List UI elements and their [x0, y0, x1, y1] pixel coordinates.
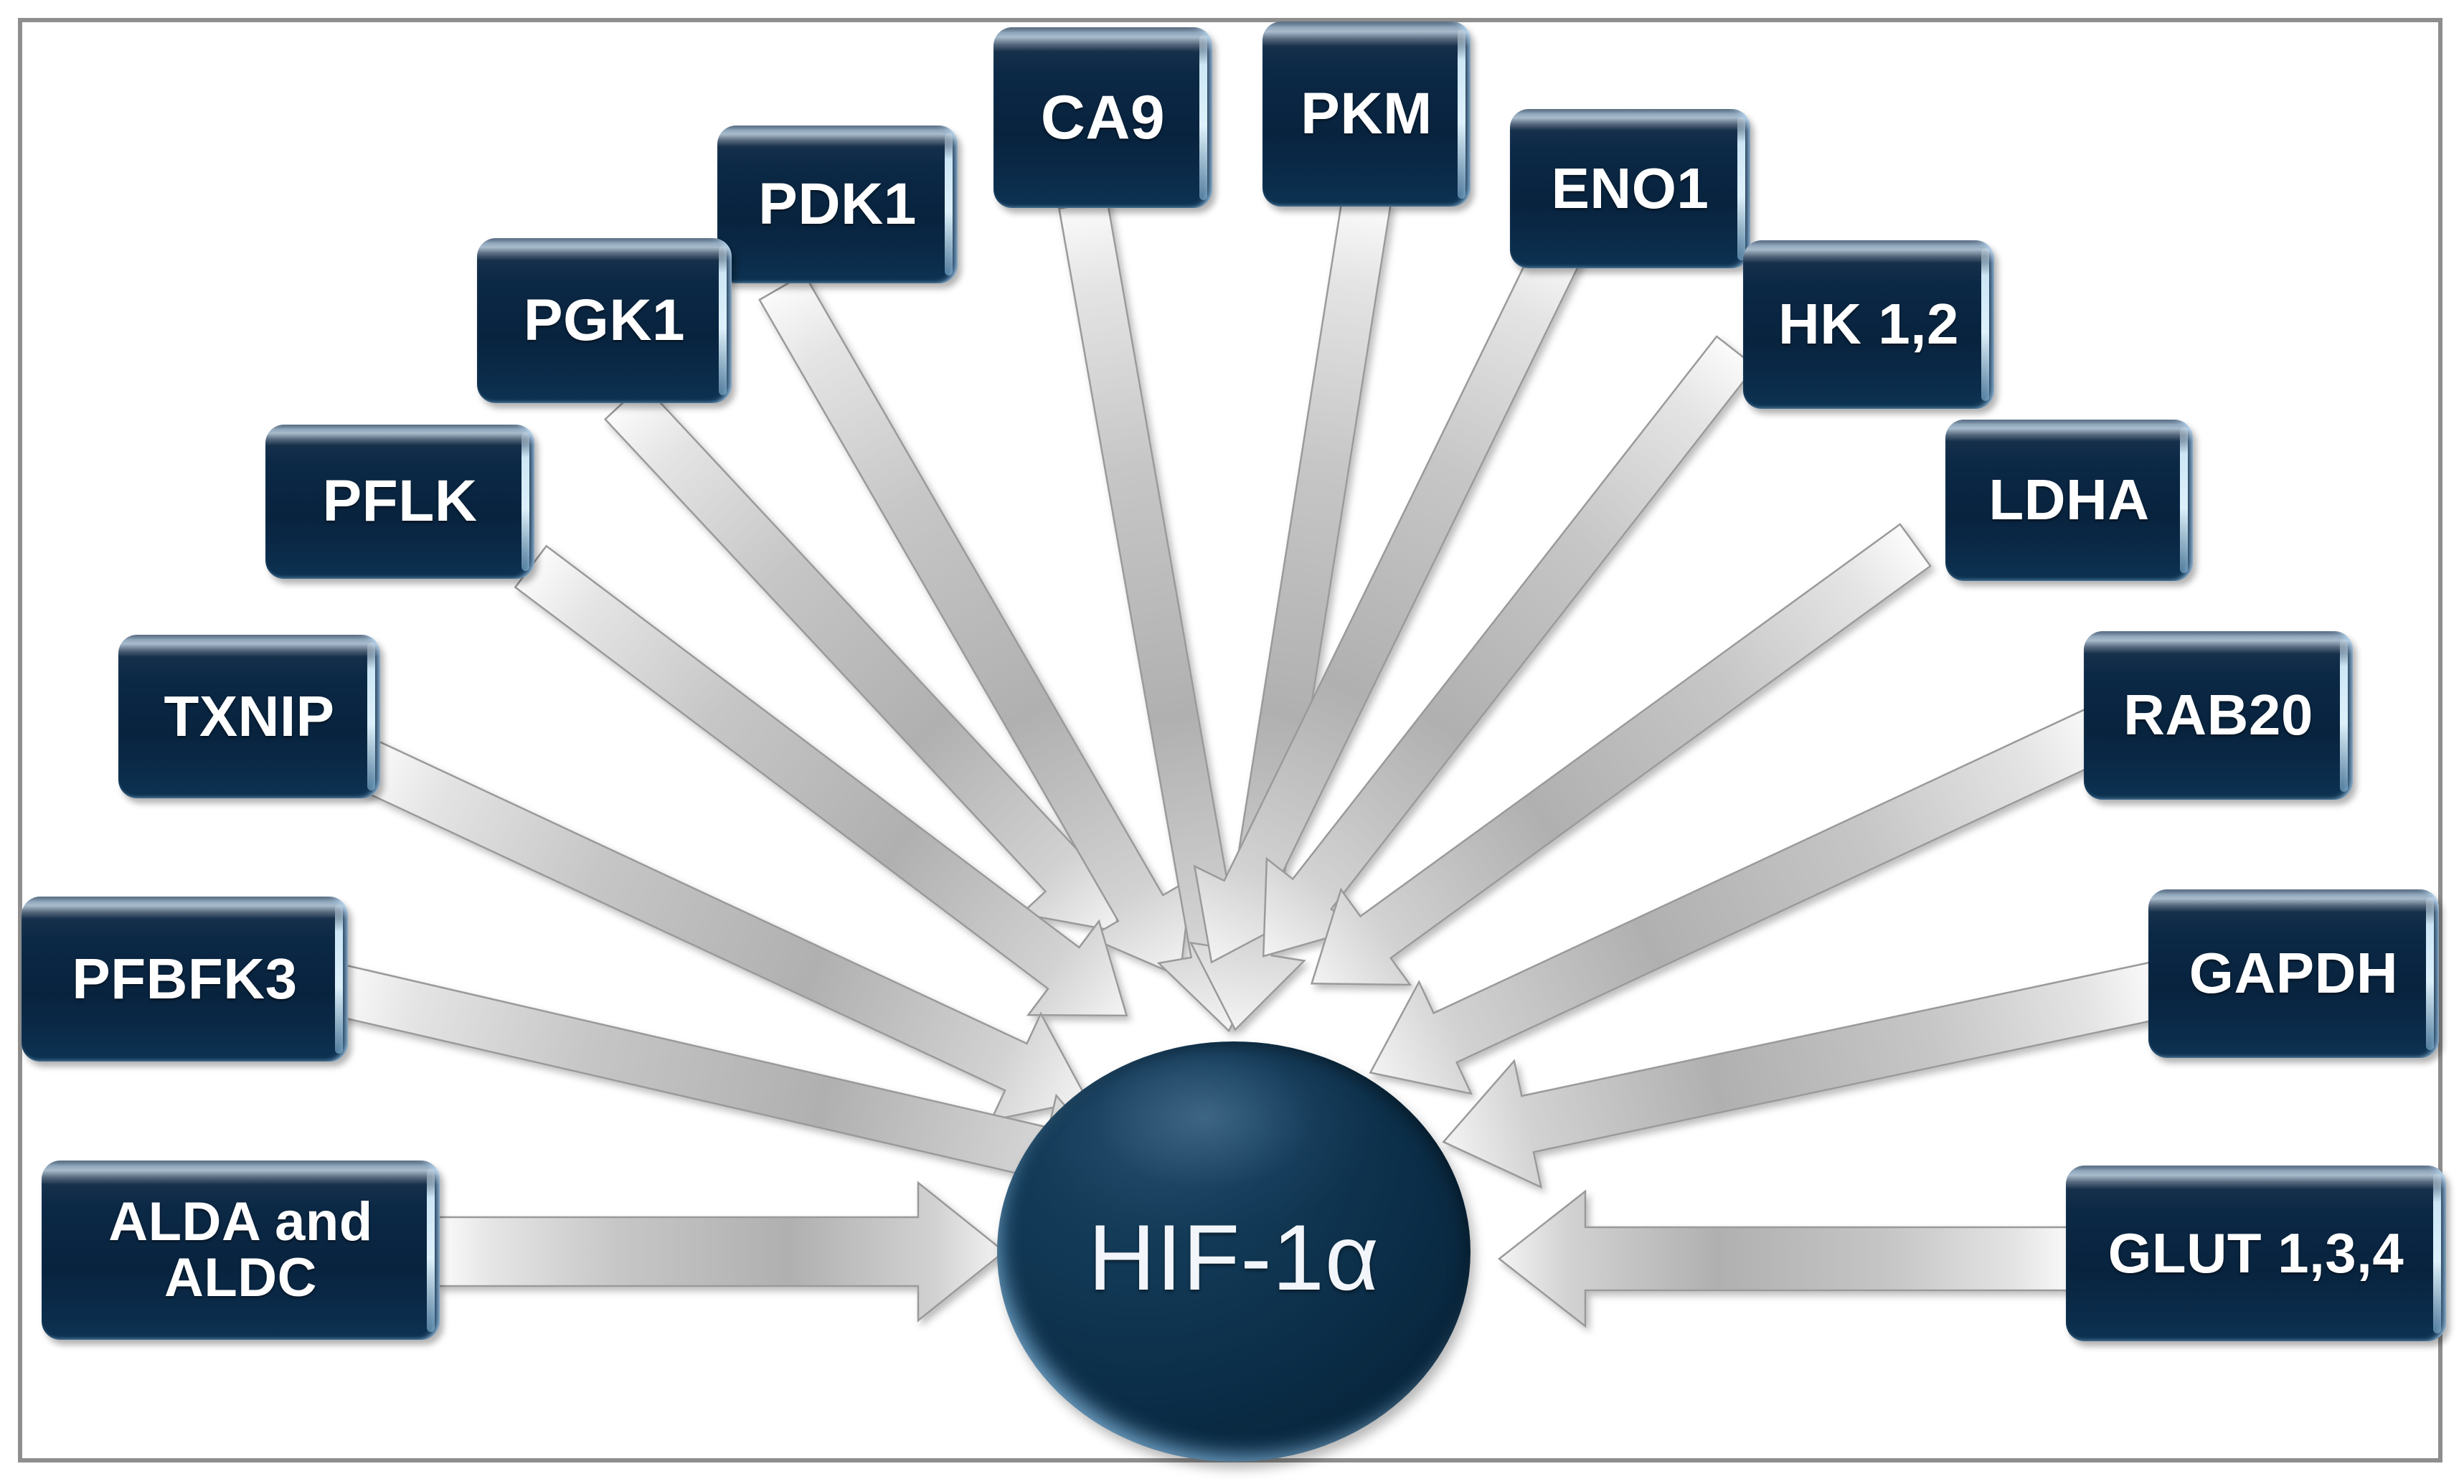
arrow-rab20-to-hif — [1369, 705, 2115, 1095]
node-pkm[interactable]: PKM — [1262, 22, 1471, 207]
node-alda-aldc-label-line1: ALDA and — [108, 1191, 373, 1252]
node-pkm-label: PKM — [1301, 80, 1432, 146]
node-hk12-label: HK 1,2 — [1778, 292, 1959, 356]
node-txnip-label: TXNIP — [164, 684, 335, 748]
node-pflk-label: PFLK — [322, 468, 478, 534]
node-eno1-label: ENO1 — [1551, 156, 1709, 220]
arrow-glut134-to-hif — [1497, 1189, 2074, 1328]
node-glut134[interactable]: GLUT 1,3,4 — [2066, 1166, 2446, 1341]
arrow-pkm-to-hif — [1189, 196, 1392, 1031]
node-pdk1-label: PDK1 — [758, 171, 917, 237]
node-ldha-label: LDHA — [1988, 468, 2150, 532]
node-rab20[interactable]: RAB20 — [2084, 631, 2353, 800]
node-alda-aldc[interactable]: ALDA and ALDC — [42, 1161, 440, 1340]
arrow-ldha-to-hif — [1310, 523, 1932, 986]
hub-node-hif1a[interactable]: HIF-1α — [997, 1041, 1471, 1462]
arrow-pdk1-to-hif — [758, 273, 1193, 978]
arrow-txnip-to-hif — [354, 739, 1089, 1122]
node-eno1[interactable]: ENO1 — [1510, 109, 1750, 268]
node-pfbfk3[interactable]: PFBFK3 — [22, 897, 348, 1062]
node-pgk1[interactable]: PGK1 — [477, 238, 732, 403]
node-hk12[interactable]: HK 1,2 — [1743, 240, 1994, 409]
node-rab20-label: RAB20 — [2123, 683, 2313, 747]
node-ca9-label: CA9 — [1040, 82, 1166, 152]
node-pgk1-label: PGK1 — [523, 287, 686, 353]
node-gapdh-label: GAPDH — [2189, 941, 2399, 1006]
node-pdk1[interactable]: PDK1 — [717, 126, 958, 283]
node-txnip[interactable]: TXNIP — [118, 635, 380, 798]
arrow-gapdh-to-hif — [1442, 960, 2166, 1189]
hub-node-label: HIF-1α — [1087, 1205, 1380, 1310]
node-ca9[interactable]: CA9 — [993, 27, 1212, 208]
node-alda-aldc-label-line2: ALDC — [164, 1247, 318, 1308]
node-ldha[interactable]: LDHA — [1945, 420, 2193, 581]
node-gapdh[interactable]: GAPDH — [2148, 889, 2439, 1058]
node-pfbfk3-label: PFBFK3 — [72, 946, 298, 1011]
arrow-pflk-to-hif — [514, 544, 1128, 1017]
node-pflk[interactable]: PFLK — [265, 425, 534, 579]
node-glut134-label: GLUT 1,3,4 — [2107, 1221, 2404, 1285]
arrow-alda-aldc-to-hif — [436, 1181, 1006, 1323]
